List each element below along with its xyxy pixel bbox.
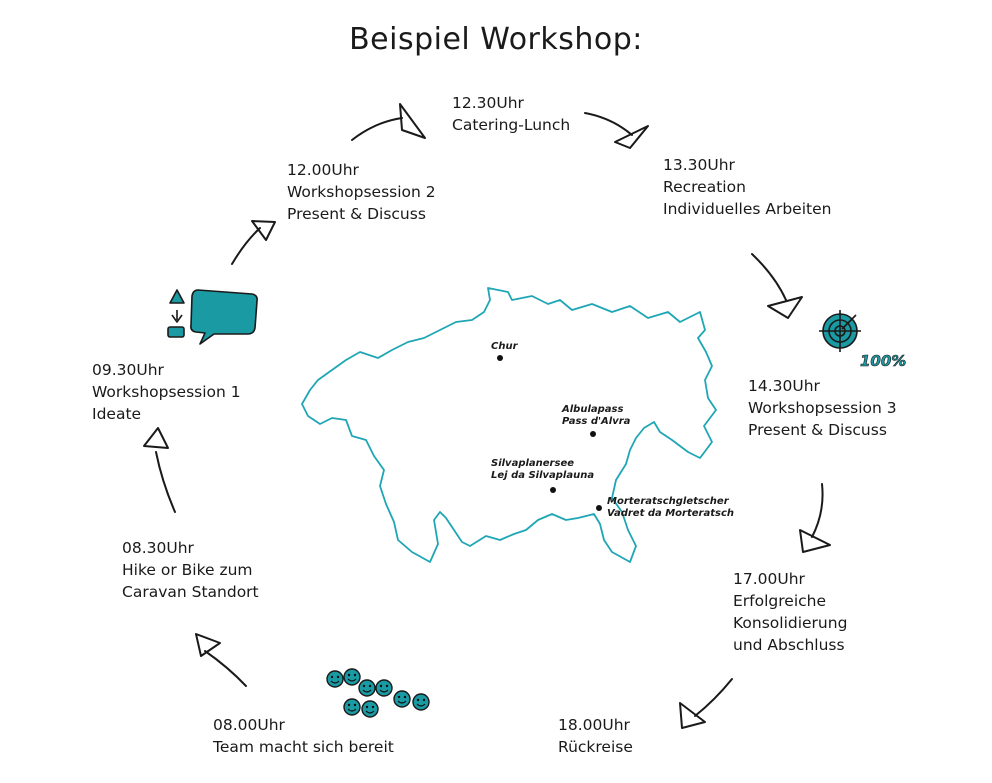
map-label-chur: Chur <box>491 341 518 353</box>
map-label-silvaplanersee: Silvaplanersee Lej da Silvaplauna <box>491 458 594 482</box>
map-label-albulapass: Albulapass Pass d'Alvra <box>562 404 630 428</box>
speech-bubble-icon <box>167 289 258 345</box>
map-label-morteratsch: Morteratschgletscher Vadret da Morterats… <box>607 496 734 520</box>
step-line: Recreation <box>663 178 746 196</box>
step-0830: 08.30Uhr Hike or Bike zum Caravan Stando… <box>122 537 259 603</box>
map-dot <box>550 487 556 493</box>
step-line: Workshopsession 3 <box>748 399 897 417</box>
page-title: Beispiel Workshop: <box>349 22 643 57</box>
step-0800: 08.00Uhr Team macht sich bereit <box>213 714 394 758</box>
step-1230: 12.30Uhr Catering-Lunch <box>452 92 570 136</box>
step-time: 08.30Uhr <box>122 539 194 557</box>
arrow-icon <box>751 253 803 319</box>
team-faces-icon <box>326 668 430 718</box>
step-line: Konsolidierung <box>733 614 848 632</box>
target-badge: 100% <box>860 352 907 371</box>
place-name-local: Pass d'Alvra <box>562 416 631 427</box>
arrow-icon <box>799 483 831 553</box>
step-1200: 12.00Uhr Workshopsession 2 Present & Dis… <box>287 159 436 225</box>
map-dot <box>590 431 596 437</box>
step-line: Catering-Lunch <box>452 116 571 134</box>
step-time: 17.00Uhr <box>733 570 805 588</box>
place-name-local: Vadret da Morteratsch <box>607 508 735 519</box>
step-line: Team macht sich bereit <box>213 738 394 756</box>
step-line: und Abschluss <box>733 636 845 654</box>
step-1700: 17.00Uhr Erfolgreiche Konsolidierung und… <box>733 568 847 656</box>
step-line: Caravan Standort <box>122 583 259 601</box>
arrow-icon <box>679 678 733 729</box>
step-1330: 13.30Uhr Recreation Individuelles Arbeit… <box>663 154 831 220</box>
step-time: 09.30Uhr <box>92 361 164 379</box>
step-line: Hike or Bike zum <box>122 561 253 579</box>
map-dot <box>596 505 602 511</box>
arrow-icon <box>195 633 247 687</box>
place-name: Silvaplanersee <box>491 458 575 469</box>
step-0930: 09.30Uhr Workshopsession 1 Ideate <box>92 359 241 425</box>
map-outline <box>301 287 717 563</box>
step-line: Workshopsession 2 <box>287 183 436 201</box>
step-line: Rückreise <box>558 738 633 756</box>
arrow-icon <box>231 220 276 265</box>
arrow-icon <box>584 112 649 149</box>
step-time: 12.30Uhr <box>452 94 524 112</box>
place-name-local: Lej da Silvaplauna <box>491 470 595 481</box>
place-name: Morteratschgletscher <box>607 496 729 507</box>
step-time: 08.00Uhr <box>213 716 285 734</box>
step-time: 14.30Uhr <box>748 377 820 395</box>
step-time: 18.00Uhr <box>558 716 630 734</box>
step-time: 12.00Uhr <box>287 161 359 179</box>
map-dot <box>497 355 503 361</box>
step-1430: 14.30Uhr Workshopsession 3 Present & Dis… <box>748 375 897 441</box>
place-name: Albulapass <box>562 404 624 415</box>
step-line: Erfolgreiche <box>733 592 827 610</box>
arrow-icon <box>351 103 426 141</box>
arrow-icon <box>143 427 176 513</box>
step-line: Present & Discuss <box>748 421 887 439</box>
place-name: Chur <box>491 341 518 352</box>
step-1800: 18.00Uhr Rückreise <box>558 714 633 758</box>
step-line: Ideate <box>92 405 142 423</box>
step-line: Individuelles Arbeiten <box>663 200 832 218</box>
step-time: 13.30Uhr <box>663 156 735 174</box>
target-icon <box>819 310 861 352</box>
step-line: Present & Discuss <box>287 205 426 223</box>
step-line: Workshopsession 1 <box>92 383 241 401</box>
